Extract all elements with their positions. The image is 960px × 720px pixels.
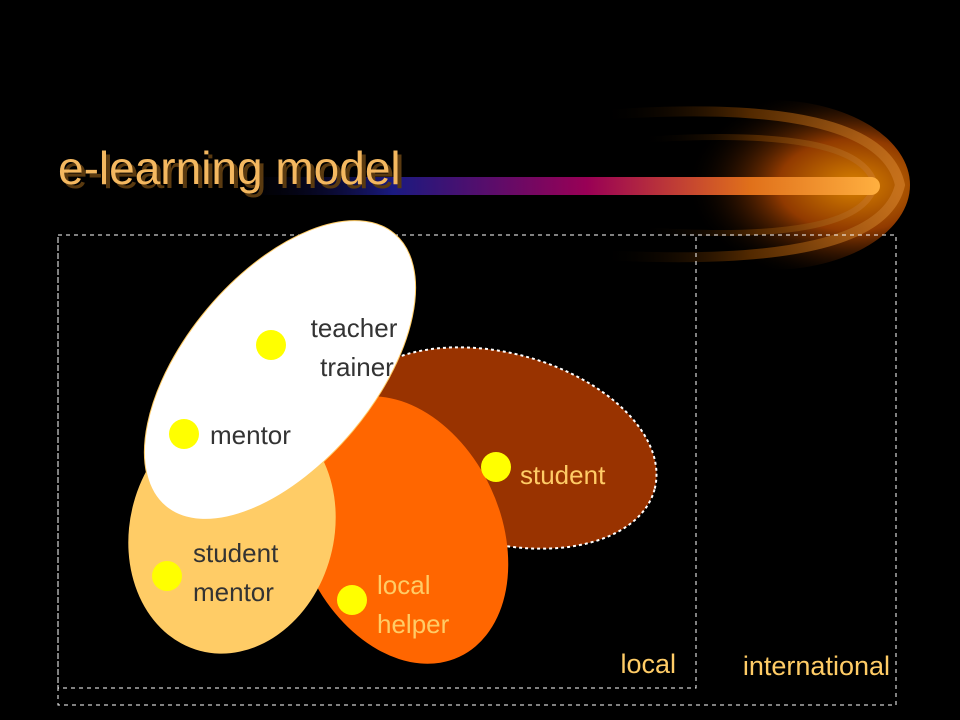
international-region-label: international xyxy=(743,651,890,681)
student-label: student xyxy=(520,460,606,490)
title-streak-bar xyxy=(230,177,880,195)
teacher-trainer-label-line2: trainer xyxy=(320,352,394,382)
teacher-zone xyxy=(143,220,417,520)
international-region-box xyxy=(57,234,897,706)
local-helper-label-line1: local xyxy=(377,570,430,600)
page-title-shadow: e-learning model xyxy=(62,146,405,198)
student-node xyxy=(481,452,511,482)
page-title: e-learning model xyxy=(58,142,401,194)
title-streak-decoration xyxy=(230,100,910,270)
local-region-label: local xyxy=(620,649,676,679)
teacher-trainer-label-line1: teacher xyxy=(311,313,398,343)
local-helper-node xyxy=(337,585,367,615)
student-mentor-label-line1: student xyxy=(193,538,279,568)
local-region-box xyxy=(57,234,697,689)
student-mentor-label-line2: mentor xyxy=(193,577,274,607)
local-helper-label-line2: helper xyxy=(377,609,450,639)
student-mentor-node xyxy=(152,561,182,591)
comet-outer-ring xyxy=(599,106,906,263)
mentor-label: mentor xyxy=(210,420,291,450)
mentor-node xyxy=(169,419,199,449)
teacher-trainer-node xyxy=(256,330,286,360)
